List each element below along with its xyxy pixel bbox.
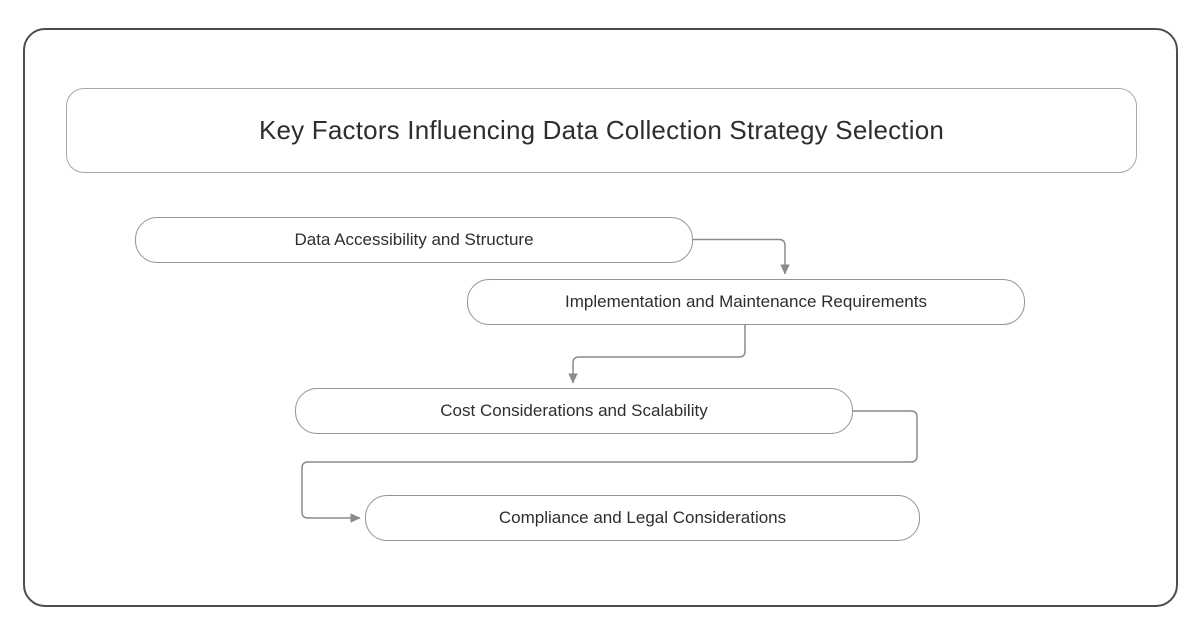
node-implementation-maintenance: Implementation and Maintenance Requireme… [467,279,1025,325]
edge-implementation-to-cost [568,325,746,384]
node-label: Data Accessibility and Structure [294,230,534,249]
node-compliance-legal: Compliance and Legal Considerations [365,495,920,541]
node-label: Cost Considerations and Scalability [440,401,708,420]
node-label: Implementation and Maintenance Requireme… [565,292,927,311]
diagram-frame [23,28,1178,607]
diagram-title: Key Factors Influencing Data Collection … [258,115,945,145]
edge-cost-to-compliance [301,410,918,523]
node-cost-scalability: Cost Considerations and Scalability [295,388,853,434]
edge-data-accessibility-to-implementation [693,238,790,275]
diagram-title-box: Key Factors Influencing Data Collection … [66,88,1137,173]
node-data-accessibility: Data Accessibility and Structure [135,217,693,263]
node-label: Compliance and Legal Considerations [498,508,787,527]
